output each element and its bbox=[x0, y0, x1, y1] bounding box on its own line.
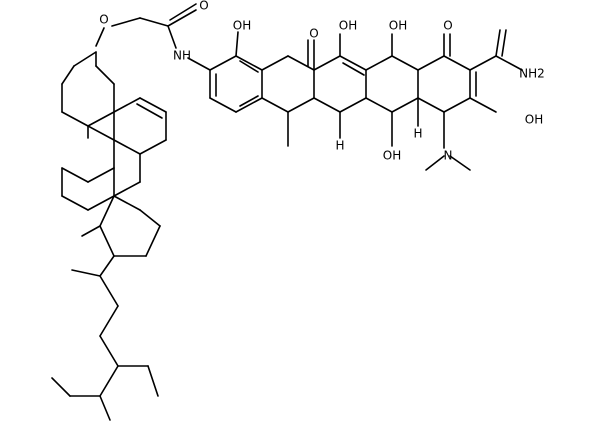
stereo-h-label-2: H bbox=[413, 127, 422, 141]
ketone-oxygen-label: O bbox=[309, 27, 318, 41]
dimethylamino-n-label: N bbox=[444, 149, 453, 163]
enol-oh-2-label: OH bbox=[525, 113, 543, 127]
ketone-oxygen-2-label: O bbox=[443, 19, 452, 33]
hydroxyl-oh-label: OH bbox=[383, 149, 401, 163]
amide-carbonyl-oxygen-label: O bbox=[199, 0, 208, 13]
ether-oxygen-label: O bbox=[99, 13, 108, 27]
phenol-oh-label: OH bbox=[233, 19, 251, 33]
stereo-h-label-1: H bbox=[335, 139, 344, 153]
bond-lines bbox=[51, 3, 523, 421]
amide-nh2-label: NH2 bbox=[519, 67, 545, 81]
enol-oh-label: OH bbox=[339, 19, 357, 33]
atom-labels: O O NH OH O OH OH O NH2 OH H H OH N bbox=[99, 0, 545, 163]
tertiary-oh-label: OH bbox=[389, 19, 407, 33]
amide-nh-label: NH bbox=[173, 49, 191, 63]
